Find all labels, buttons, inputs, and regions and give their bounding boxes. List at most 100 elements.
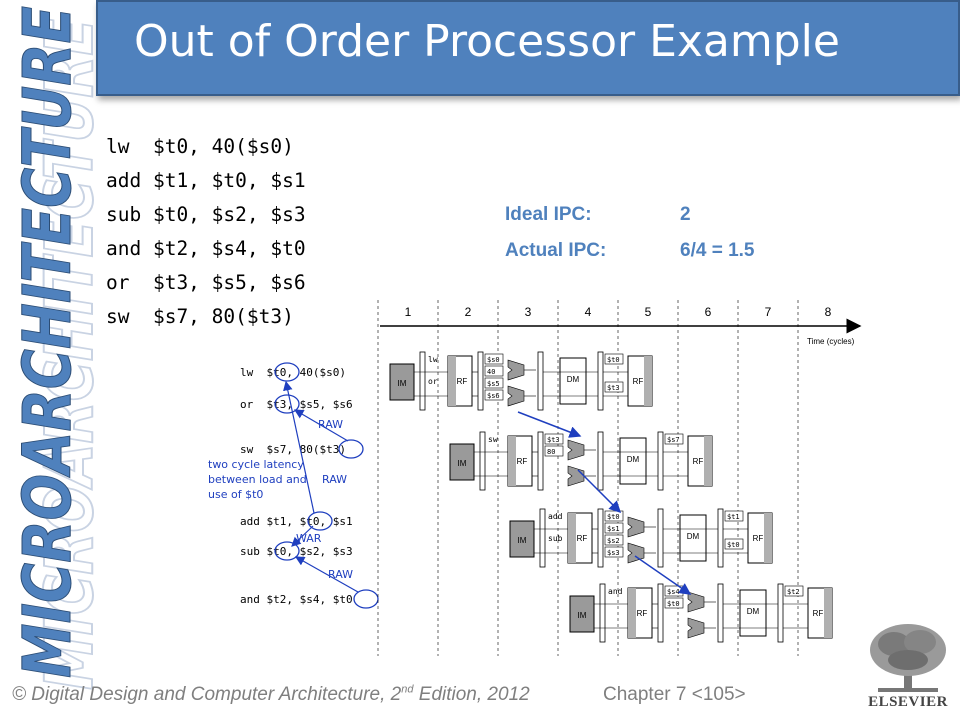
alu-icon [627,516,645,538]
operand-box [484,365,504,377]
title-bar: Out of Order Processor Example [96,0,960,96]
dep-instr: and $t2, $s4, $t0 [240,593,353,606]
dest-label: $t0 [607,356,620,364]
op-label: sub [548,534,563,543]
dest-box [724,510,744,522]
operand-box [484,389,504,401]
chapter-page-footer: Chapter 7 <105> [603,684,746,705]
operand-box [664,597,684,609]
dest-box [724,538,744,550]
note-line: two cycle latency [208,458,304,471]
rf-shade [644,356,652,406]
dest-box [604,353,624,365]
dep-instr: sw $s7, 80($t3) [240,443,346,456]
edge-label: RAW [328,568,353,581]
operand-label: $s6 [487,392,500,400]
op-label: lw [428,355,438,364]
dest-label: $t1 [727,513,740,521]
operand-box [544,445,564,457]
alu-icon [627,542,645,564]
rf-shade [764,513,772,563]
rf-label: RF [637,609,648,618]
dep-arrow [291,525,314,547]
cycle-dividers [377,300,799,656]
edge-label: WAR [296,532,322,545]
dep-instr: sub $t0, $s2, $s3 [240,545,353,558]
pipeline-register [537,351,544,411]
cycle-label: 2 [465,305,472,319]
im-label: IM [578,611,587,620]
edge-label: RAW [322,473,347,486]
dm-block [739,589,767,637]
note-line: between load and [208,473,307,486]
operand-label: $t3 [547,436,560,444]
operand-box [604,522,624,534]
actual-ipc-value: 6/4 = 1.5 [680,240,755,261]
cycle-label: 5 [645,305,652,319]
dest-label: $t3 [607,384,620,392]
dm-label: DM [627,455,640,464]
operand-label: 40 [487,368,495,376]
reg-circle [274,541,300,561]
operand-label: 80 [547,448,555,456]
side-title-text: MICROARCHITECTURE [9,6,86,678]
op-label: add [548,512,563,521]
dep-instr: or $t3, $s5, $s6 [240,398,353,411]
dm-label: DM [567,375,580,384]
copyright-footer: © Digital Design and Computer Architectu… [12,684,530,706]
op-label: sw [488,435,498,444]
rf-shade [704,436,712,486]
code-line: or $t3, $s5, $s6 [106,271,306,294]
rf-shade [824,588,832,638]
rf-label: RF [457,377,468,386]
code-line: lw $t0, 40($s0) [106,135,294,158]
dependency-arrows [283,380,359,593]
elsevier-logo: ELSEVIER [858,620,958,716]
cycle-label: 3 [525,305,532,319]
dest-box [664,433,684,445]
dest-label: $t2 [787,588,800,596]
reg-circle [274,394,300,414]
pipeline-register [657,431,664,491]
alu-icon [567,465,585,487]
note-line: use of $t0 [208,488,263,501]
rf-label: RF [633,377,644,386]
operand-box [544,433,564,445]
pipeline-register [477,351,484,411]
dest-box [784,585,804,597]
pipeline-register [717,508,724,568]
rf-label: RF [813,609,824,618]
dm-label: DM [687,532,700,541]
pipeline-register [657,508,664,568]
time-axis-label: Time (cycles) [807,337,855,346]
pipeline-register [597,508,604,568]
forwarding-arrow [634,555,692,595]
im-label: IM [398,379,407,388]
operand-label: $s1 [607,525,620,533]
pipeline-register [539,508,546,568]
im-label: IM [518,536,527,545]
dm-block [619,437,647,485]
dep-instr: add $t1, $t0, $s1 [240,515,353,528]
logo-text: ELSEVIER [868,694,948,710]
dependency-circles [274,362,379,609]
operand-box [604,534,624,546]
cycle-label: 1 [405,305,412,319]
alu-icon [507,385,525,407]
operand-label: $t0 [667,600,680,608]
operand-box [604,546,624,558]
pipeline-register [717,583,724,643]
pipeline-register [537,431,544,491]
op-label: and [608,587,623,596]
rf-label: RF [693,457,704,466]
dm-block [559,357,587,405]
operand-label: $s3 [607,549,620,557]
im-label: IM [458,459,467,468]
dep-arrow [293,409,349,442]
code-listing: lw $t0, 40($s0) add $t1, $t0, $s1 sub $t… [106,130,306,334]
